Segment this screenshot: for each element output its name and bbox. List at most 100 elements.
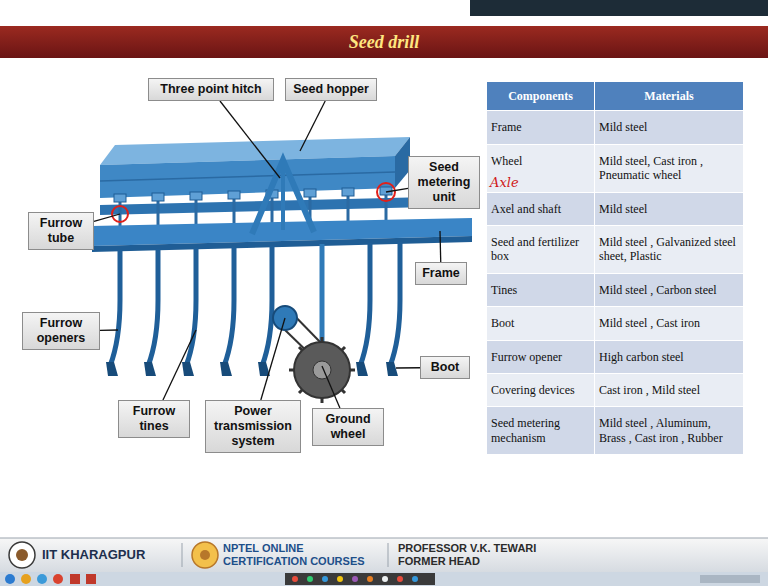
callout-label: Frame	[421, 266, 461, 281]
callout-box: Furrow tines	[118, 400, 190, 438]
metering-unit	[342, 188, 354, 196]
metering-unit	[114, 194, 126, 202]
leader-line	[261, 318, 285, 400]
table-cell: Mild steel , Galvanized steel sheet, Pla…	[595, 226, 743, 273]
callout-label: Seed metering unit	[414, 160, 474, 205]
leader-line	[300, 101, 325, 151]
taskbar-icon	[37, 574, 47, 584]
table-row: BootMild steel , Cast iron	[487, 307, 743, 340]
metering-unit	[228, 191, 240, 199]
table-cell: Covering devices	[487, 374, 595, 406]
taskbar-icon	[86, 574, 96, 584]
footer-band	[0, 538, 768, 572]
pen-dot	[367, 576, 373, 582]
taskbar-icon	[70, 574, 80, 584]
table-row: Furrow openerHigh carbon steel	[487, 341, 743, 374]
leader-line	[322, 366, 340, 408]
table-row: FrameMild steel	[487, 111, 743, 144]
callout-box: Seed metering unit	[408, 156, 480, 209]
tray	[700, 575, 760, 583]
table-cell: Mild steel, Cast iron , Pneumatic wheel	[595, 145, 743, 192]
tine	[360, 243, 370, 366]
taskbar	[0, 572, 768, 586]
handwritten-note: Axle	[490, 176, 519, 190]
boot-shoe	[106, 362, 118, 376]
pen-dot	[352, 576, 358, 582]
boot-shoe	[386, 362, 398, 376]
iit-logo-core	[16, 549, 28, 561]
leader-line	[439, 231, 441, 262]
metering-unit	[152, 193, 164, 201]
callout-label: Power transmission system	[211, 404, 295, 449]
nptel-logo-core	[200, 550, 210, 560]
wheel-spikes	[289, 337, 355, 403]
pen-dot	[337, 576, 343, 582]
table-cell: WheelAxle	[487, 145, 595, 192]
table-row: Seed metering mechanismMild steel , Alum…	[487, 407, 743, 455]
tine	[262, 246, 272, 366]
boot-shoe	[144, 362, 156, 376]
table-cell: Mild steel , Cast iron	[595, 307, 743, 339]
taskbar-icons	[5, 573, 760, 585]
metering-units	[114, 187, 392, 202]
table-row: Seed and fertilizer boxMild steel , Galv…	[487, 226, 743, 274]
table-cell: Components	[487, 82, 595, 110]
callout-label: Three point hitch	[154, 82, 268, 97]
table-cell: Frame	[487, 111, 595, 143]
metering-unit	[304, 189, 316, 197]
tine	[390, 242, 400, 366]
table-cell: Tines	[487, 274, 595, 306]
callout-box: Power transmission system	[205, 400, 301, 453]
leader-line	[220, 101, 280, 178]
callout-label: Seed hopper	[291, 82, 371, 97]
footer-divider	[182, 543, 183, 567]
footer-text: PROFESSOR V.K. TEWARI FORMER HEAD	[398, 542, 578, 567]
callout-label: Boot	[426, 360, 464, 375]
callout-label: Furrow tube	[34, 216, 88, 246]
table-cell: Cast iron , Mild steel	[595, 374, 743, 406]
table-row: TinesMild steel , Carbon steel	[487, 274, 743, 307]
table-row: Covering devicesCast iron , Mild steel	[487, 374, 743, 407]
pen-toolbar	[285, 573, 435, 585]
hopper-front	[100, 156, 395, 198]
pen-dot	[307, 576, 313, 582]
leader-line	[100, 329, 118, 331]
table-cell: Boot	[487, 307, 595, 339]
taskbar-icon	[21, 574, 31, 584]
materials-table: ComponentsMaterialsFrameMild steelWheelA…	[487, 82, 743, 455]
top-bar	[470, 0, 768, 16]
leader-line	[386, 188, 408, 192]
boot-shoe	[356, 362, 368, 376]
table-cell: Seed metering mechanism	[487, 407, 595, 454]
taskbar-icon	[5, 574, 15, 584]
metering-unit	[190, 192, 202, 200]
table-cell: Furrow opener	[487, 341, 595, 373]
callout-box: Furrow openers	[22, 312, 100, 350]
table-row: Axel and shaftMild steel	[487, 193, 743, 226]
title-band	[0, 26, 768, 58]
nptel-logo	[192, 542, 218, 568]
pen-dot	[397, 576, 403, 582]
wheel-hub	[313, 361, 331, 379]
tines	[110, 242, 400, 366]
table-cell: Seed and fertilizer box	[487, 226, 595, 273]
pen-dot	[382, 576, 388, 582]
hitch-mast	[252, 160, 314, 234]
callout-box: Furrow tube	[28, 212, 94, 250]
callout-box: Boot	[420, 356, 470, 379]
tine	[110, 250, 120, 366]
boots	[106, 362, 398, 376]
iit-logo	[9, 542, 35, 568]
callout-box: Three point hitch	[148, 78, 274, 101]
table-cell: High carbon steel	[595, 341, 743, 373]
callout-box: Ground wheel	[312, 408, 384, 446]
hitch-link	[281, 165, 285, 230]
pen-dot	[322, 576, 328, 582]
callout-label: Furrow openers	[28, 316, 94, 346]
leader-line	[396, 367, 420, 369]
table-cell: Mild steel	[595, 111, 743, 143]
callout-box: Frame	[415, 262, 467, 285]
footer-text: NPTEL ONLINE CERTIFICATION COURSES	[223, 542, 383, 567]
